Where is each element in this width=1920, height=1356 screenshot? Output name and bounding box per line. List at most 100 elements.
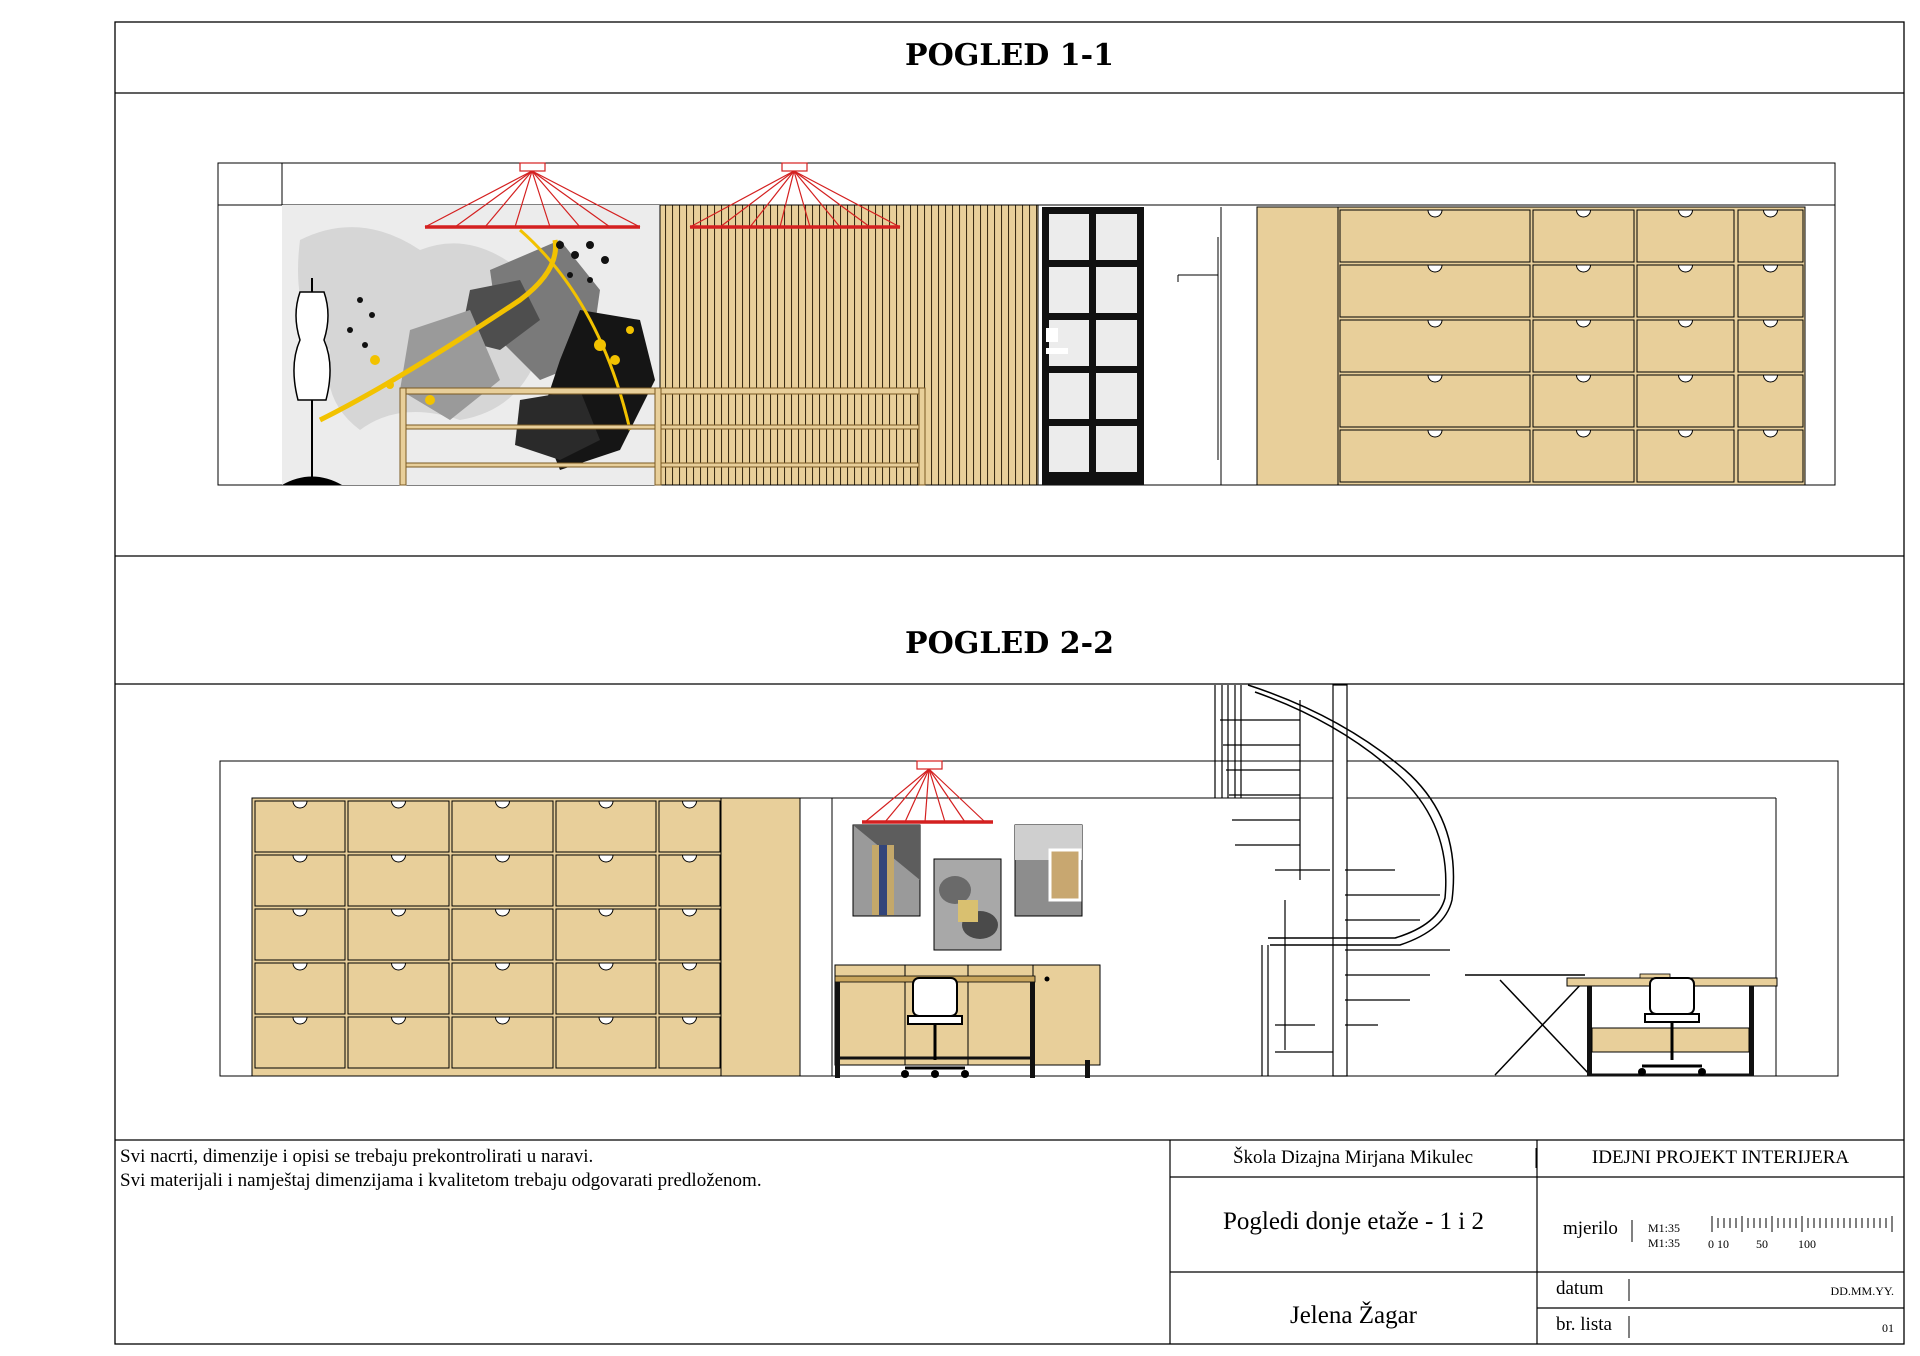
drawer-handle — [1427, 374, 1443, 383]
drawer-front — [1532, 209, 1635, 263]
scale-value: M1:35 — [1648, 1221, 1681, 1235]
pendant-lamp — [862, 760, 993, 824]
drawer-handle — [1677, 264, 1694, 273]
drawer-handle — [1427, 209, 1443, 218]
drawer-front — [451, 854, 554, 907]
glazed-door — [1042, 207, 1144, 485]
drawer-handle — [292, 854, 308, 863]
drawer-wall-unit-2 — [251, 797, 801, 1077]
drawer-front — [1737, 429, 1804, 483]
drawer-handle — [1575, 319, 1592, 328]
drawer-front — [254, 1016, 346, 1069]
door-niche — [1177, 207, 1258, 485]
drawer-front — [1737, 374, 1804, 428]
drawer-front — [451, 1016, 554, 1069]
drawer-front — [451, 800, 554, 853]
drawer-handle — [292, 800, 308, 809]
drawer-handle — [390, 1016, 407, 1025]
desk-with-chair — [834, 964, 1101, 1078]
drawer-front — [555, 908, 657, 961]
drawer-handle — [1427, 319, 1443, 328]
drawer-front — [451, 908, 554, 961]
drawer-handle — [681, 962, 698, 971]
drawer-handle — [1677, 209, 1694, 218]
slatted-wood-panel — [659, 204, 1039, 486]
drawer-handle — [1677, 374, 1694, 383]
drawer-front — [254, 908, 346, 961]
drawer-front — [347, 800, 450, 853]
drawer-handle — [390, 908, 407, 917]
drawer-front — [1532, 319, 1635, 373]
drawer-handle — [390, 800, 407, 809]
drawer-front — [1636, 319, 1735, 373]
dress-form — [282, 278, 342, 485]
drawer-handle — [292, 962, 308, 971]
drawer-handle — [598, 908, 614, 917]
view-title-2: POGLED 2-2 — [905, 626, 1114, 661]
drawer-handle — [1762, 429, 1779, 438]
drawer-handle — [494, 800, 511, 809]
school-name: Škola Dizajna Mirjana Mikulec — [1232, 1147, 1474, 1168]
scale-bar-label: 10 — [1717, 1237, 1729, 1251]
drawer-handle — [681, 800, 698, 809]
drawer-handle — [1427, 429, 1443, 438]
drawer-handle — [1575, 209, 1592, 218]
drawer-front — [658, 1016, 721, 1069]
drawer-handle — [1677, 319, 1694, 328]
drawer-front — [658, 800, 721, 853]
sheet-number-value: 01 — [1882, 1321, 1894, 1335]
general-note: Svi materijali i namještaj dimenzijama i… — [120, 1170, 762, 1191]
view-title-1: POGLED 1-1 — [905, 38, 1114, 73]
drawer-handle — [292, 1016, 308, 1025]
drawer-handle — [681, 908, 698, 917]
drawer-handle — [494, 908, 511, 917]
drawer-front — [658, 962, 721, 1015]
drawer-front — [1636, 264, 1735, 318]
date-label: datum — [1556, 1278, 1604, 1299]
scale-value: M1:35 — [1648, 1236, 1681, 1250]
drawer-handle — [1762, 319, 1779, 328]
general-note: Svi nacrti, dimenzije i opisi se trebaju… — [120, 1146, 594, 1167]
drawer-handle — [1575, 374, 1592, 383]
drawer-handle — [1762, 264, 1779, 273]
drawer-handle — [494, 962, 511, 971]
drawer-front — [1339, 319, 1531, 373]
drawer-front — [555, 800, 657, 853]
scale-label: mjerilo — [1563, 1218, 1618, 1239]
drawer-front — [1636, 429, 1735, 483]
drawer-handle — [1575, 429, 1592, 438]
drawer-handle — [494, 854, 511, 863]
drawer-front — [347, 854, 450, 907]
sheet-frame — [114, 21, 1905, 1345]
drawer-handle — [390, 854, 407, 863]
drawer-front — [1532, 264, 1635, 318]
drawer-handle — [1575, 264, 1592, 273]
scale-bar — [1711, 1216, 1893, 1232]
drawer-handle — [681, 1016, 698, 1025]
drawer-front — [658, 854, 721, 907]
drawer-front — [1339, 374, 1531, 428]
drawer-front — [254, 854, 346, 907]
drawer-front — [254, 800, 346, 853]
project-name: IDEJNI PROJEKT INTERIJERA — [1591, 1147, 1850, 1168]
date-value: DD.MM.YY. — [1830, 1284, 1894, 1298]
drawer-front — [1737, 264, 1804, 318]
drawer-handle — [681, 854, 698, 863]
spiral-staircase — [1214, 684, 1455, 1077]
drawer-front — [1636, 374, 1735, 428]
drawer-handle — [598, 1016, 614, 1025]
drawer-front — [1339, 209, 1531, 263]
drawer-front — [347, 962, 450, 1015]
drawer-front — [1737, 209, 1804, 263]
author-name: Jelena Žagar — [1289, 1302, 1417, 1329]
drawer-front — [1737, 319, 1804, 373]
drawer-wall-unit — [1256, 206, 1806, 486]
drawer-handle — [292, 908, 308, 917]
drawer-front — [1339, 264, 1531, 318]
drawing-title: Pogledi donje etaže - 1 i 2 — [1222, 1208, 1485, 1235]
elevation-view-1 — [217, 162, 1836, 486]
pendant-lamp — [689, 162, 901, 229]
drawer-front — [1532, 374, 1635, 428]
pendant-lamp — [424, 162, 641, 229]
